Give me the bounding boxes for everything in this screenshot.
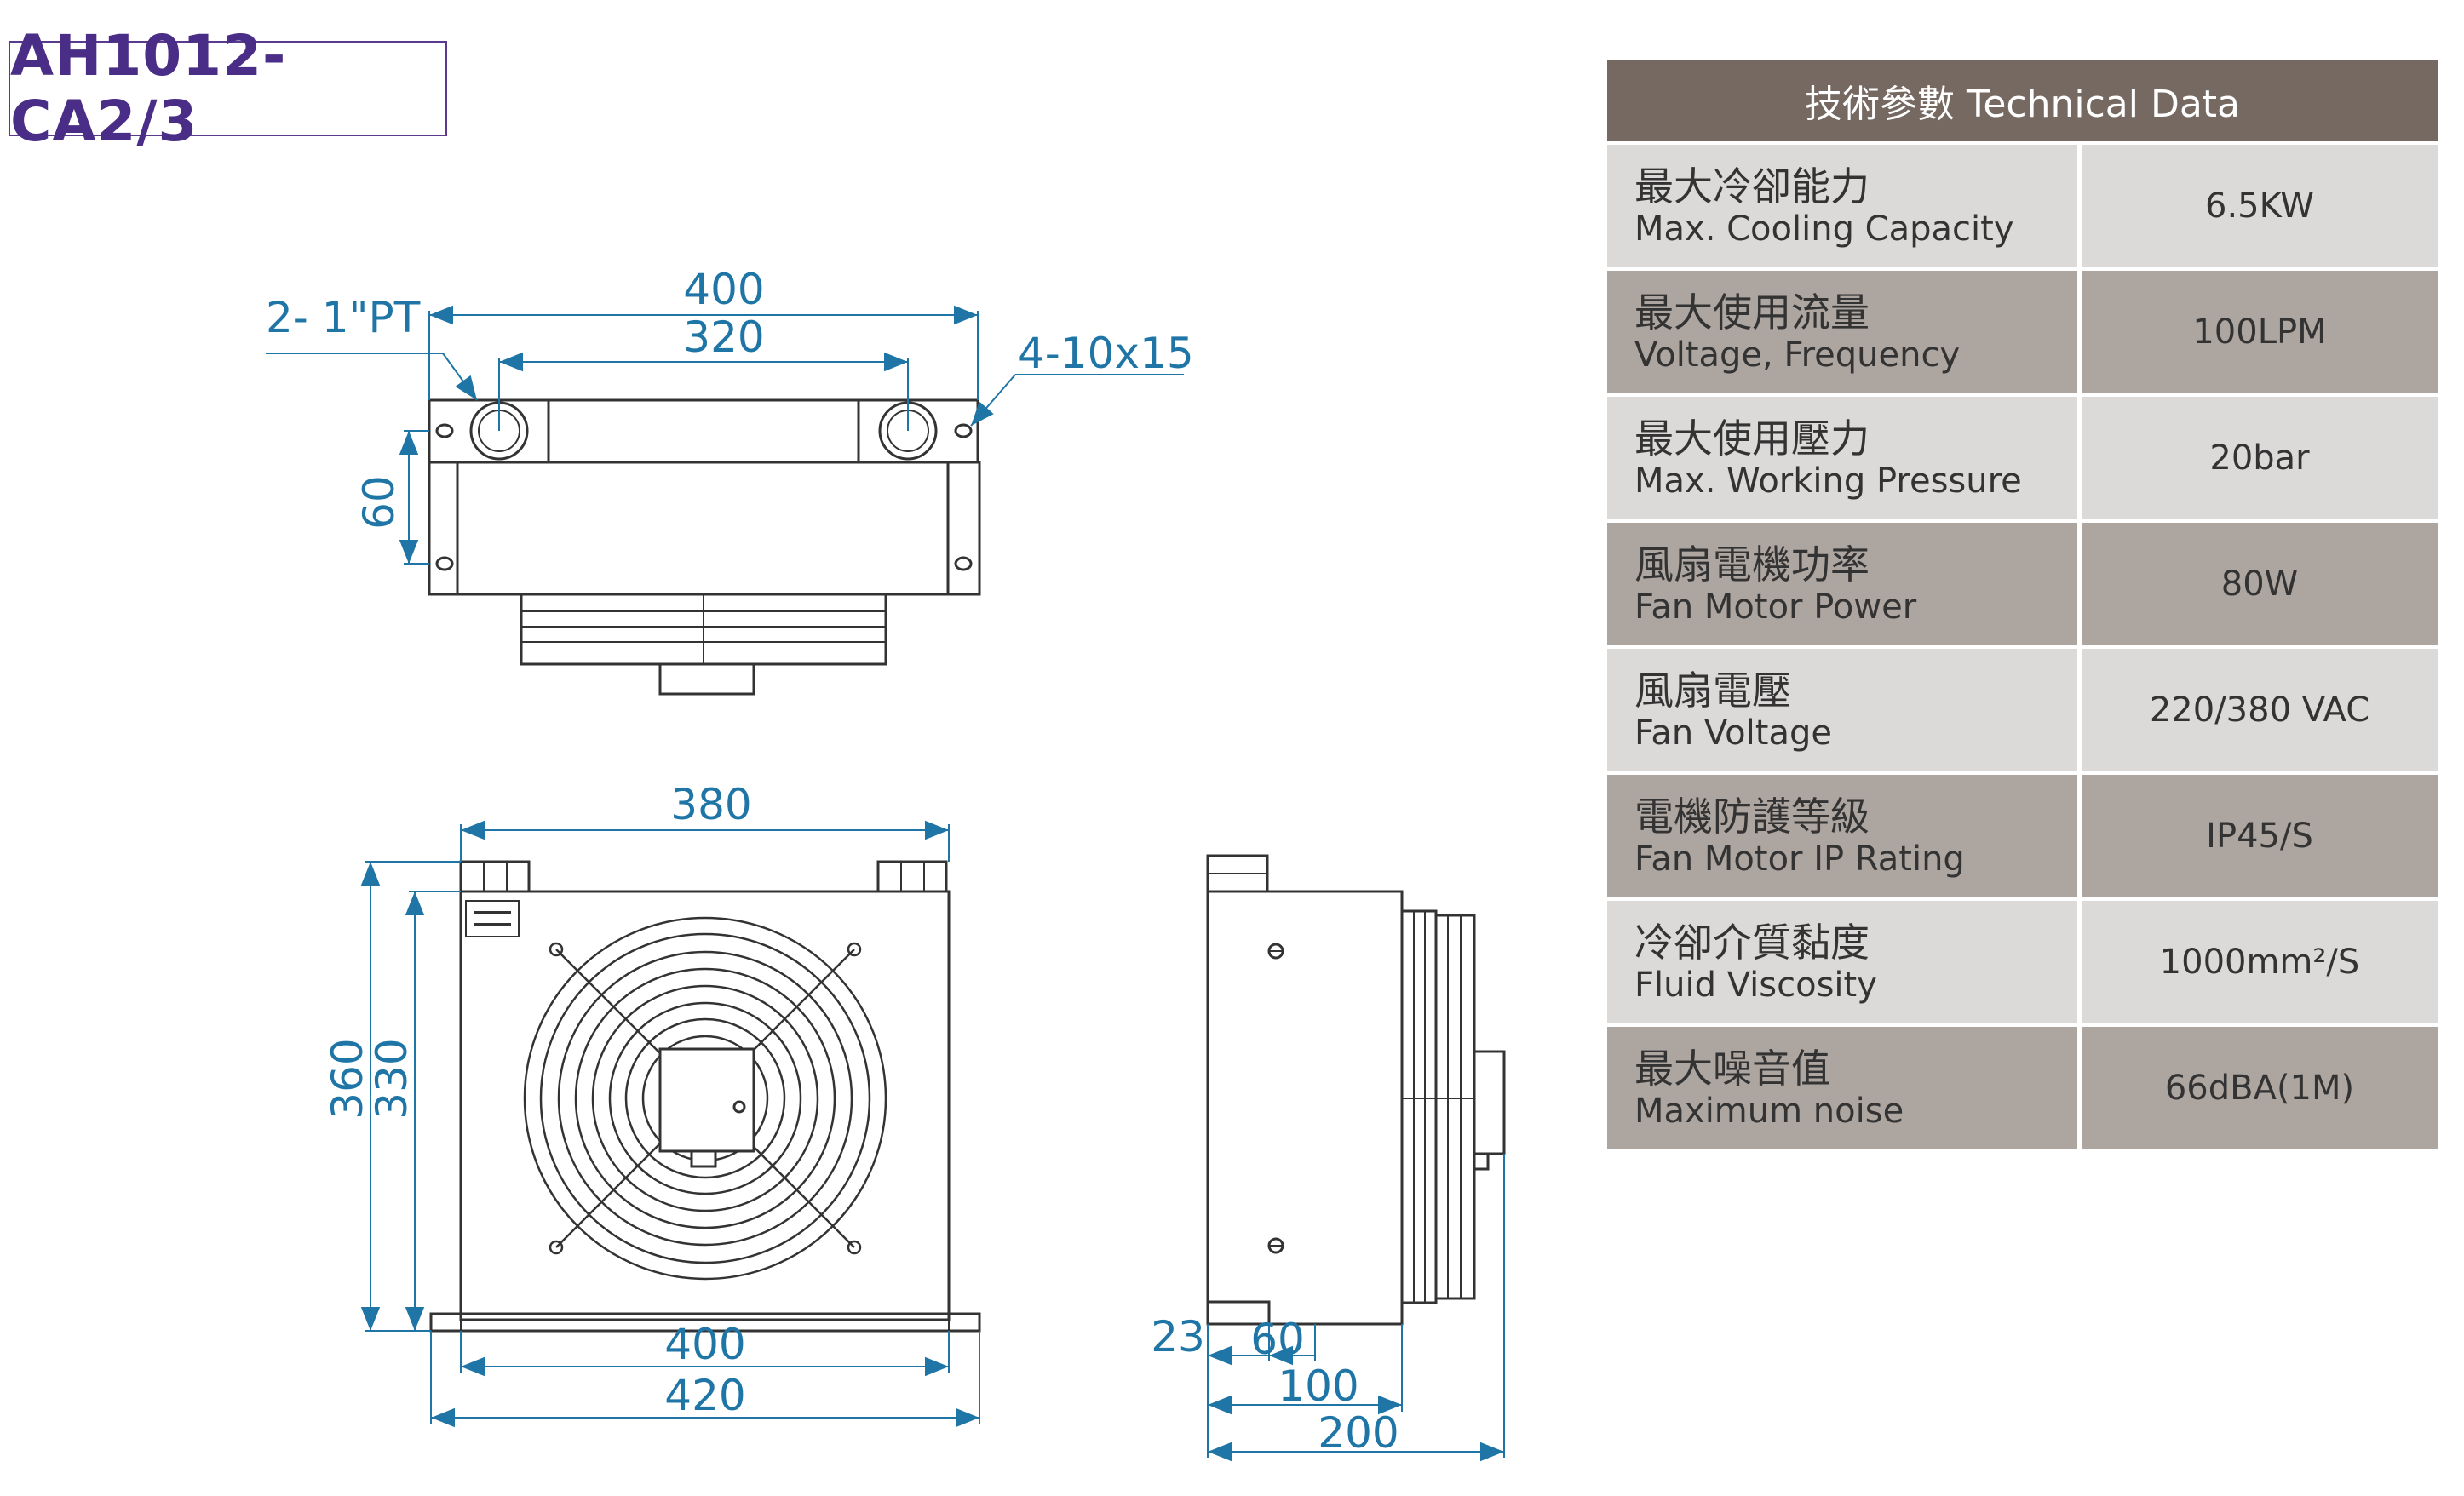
- label-chinese: 最大使用壓力: [1634, 415, 1870, 461]
- row-value: IP45/S: [2082, 775, 2438, 897]
- top-view: [428, 398, 981, 696]
- label-english: Fan Motor Power: [1634, 587, 1917, 627]
- dim-side-base-slot: 60: [1250, 1315, 1305, 1364]
- fan-guard-ring: [523, 916, 887, 1281]
- brand-plate: [465, 900, 520, 937]
- top-view-dimensions: [266, 305, 1184, 565]
- label-chinese: 最大噪音值: [1634, 1045, 1830, 1092]
- row-label: 電機防護等級 Fan Motor IP Rating: [1607, 775, 2077, 897]
- side-fan-guard: [1434, 914, 1476, 1300]
- label-chinese: 風扇電壓: [1634, 667, 1791, 714]
- label-english: Fluid Viscosity: [1634, 965, 1877, 1005]
- dim-mount-hole-callout: 4-10x15: [1018, 329, 1194, 378]
- dim-front-width-base: 400: [664, 1320, 745, 1369]
- row-label: 最大噪音值 Maximum noise: [1607, 1027, 2077, 1149]
- fan-guard-strut: [555, 1132, 672, 1248]
- fan-guard-strut: [738, 949, 855, 1065]
- table-row: 風扇電機功率 Fan Motor Power 80W: [1607, 523, 2438, 645]
- row-label: 最大冷卻能力 Max. Cooling Capacity: [1607, 145, 2077, 267]
- row-label: 最大使用流量 Voltage, Frequency: [1607, 271, 2077, 393]
- dim-front-height-outer: 360: [323, 1038, 372, 1119]
- front-view: [429, 860, 981, 1333]
- dim-front-width-top: 380: [670, 780, 751, 829]
- label-chinese: 最大冷卻能力: [1634, 163, 1870, 209]
- table-row: 最大使用壓力 Max. Working Pressure 20bar: [1607, 397, 2438, 519]
- label-english: Fan Motor IP Rating: [1634, 839, 1965, 879]
- dim-top-width-outer: 400: [683, 265, 764, 314]
- table-row: 冷卻介質黏度 Fluid Viscosity 1000mm²/S: [1607, 901, 2438, 1023]
- table-row: 最大冷卻能力 Max. Cooling Capacity 6.5KW: [1607, 145, 2438, 267]
- table-row: 最大使用流量 Voltage, Frequency 100LPM: [1607, 271, 2438, 393]
- label-chinese: 冷卻介質黏度: [1634, 919, 1870, 966]
- motor-hub-top: [658, 662, 755, 696]
- top-view-body: [456, 461, 981, 596]
- front-view-body: [459, 890, 951, 1321]
- row-value: 1000mm²/S: [2082, 901, 2438, 1023]
- dim-top-depth: 60: [354, 475, 404, 530]
- side-view: [1206, 854, 1506, 1326]
- table-row: 電機防護等級 Fan Motor IP Rating IP45/S: [1607, 775, 2438, 897]
- technical-data-table: 技術參數 Technical Data 最大冷卻能力 Max. Cooling …: [1607, 60, 2438, 1153]
- fan-hub: [658, 1047, 755, 1168]
- fan-guard-screw: [847, 942, 862, 957]
- mount-foot: [429, 1312, 981, 1333]
- label-chinese: 風扇電機功率: [1634, 541, 1870, 588]
- label-english: Maximum noise: [1634, 1091, 1904, 1131]
- top-view-flange: [428, 398, 979, 464]
- dim-top-width-inner: 320: [683, 312, 764, 362]
- row-label: 冷卻介質黏度 Fluid Viscosity: [1607, 901, 2077, 1023]
- table-header: 技術參數 Technical Data: [1607, 60, 2438, 141]
- table-row: 最大噪音值 Maximum noise 66dBA(1M): [1607, 1027, 2438, 1149]
- dim-side-base-height: 23: [1151, 1312, 1205, 1361]
- row-label: 風扇電機功率 Fan Motor Power: [1607, 523, 2077, 645]
- row-value: 220/380 VAC: [2082, 649, 2438, 771]
- label-english: Max. Working Pressure: [1634, 461, 2022, 501]
- row-value: 100LPM: [2082, 271, 2438, 393]
- dim-side-overall-depth: 200: [1318, 1408, 1399, 1458]
- fan-guard-ring: [557, 950, 853, 1247]
- side-fan-shroud: [1400, 909, 1438, 1304]
- dim-front-height-inner: 330: [367, 1038, 416, 1119]
- technical-drawing: 2- 1"PT 400 320 4-10x15 60: [266, 265, 1506, 1462]
- port-fitting-right: [876, 860, 948, 893]
- fan-guard-screw: [549, 1240, 564, 1255]
- row-label: 最大使用壓力 Max. Working Pressure: [1607, 397, 2077, 519]
- port-fitting-left: [459, 860, 531, 893]
- fan-guard-ring: [539, 932, 871, 1264]
- side-view-body: [1206, 890, 1404, 1326]
- dim-side-body-depth: 100: [1278, 1361, 1358, 1411]
- side-base-slot: [1206, 1300, 1271, 1326]
- row-label: 風扇電壓 Fan Voltage: [1607, 649, 2077, 771]
- motor-box: [658, 1047, 755, 1153]
- label-chinese: 電機防護等級: [1634, 793, 1870, 840]
- fan-guard-ring: [608, 1001, 802, 1195]
- dim-front-width-overall: 420: [664, 1371, 745, 1420]
- side-motor: [1473, 1050, 1506, 1155]
- row-value: 80W: [2082, 523, 2438, 645]
- label-english: Voltage, Frequency: [1634, 335, 1961, 375]
- label-english: Max. Cooling Capacity: [1634, 209, 2014, 249]
- fan-guard-strut: [738, 1132, 855, 1248]
- row-value: 6.5KW: [2082, 145, 2438, 267]
- fan-guard-ring: [624, 1017, 786, 1179]
- fan-guard-strut: [555, 949, 672, 1065]
- label-chinese: 最大使用流量: [1634, 289, 1870, 335]
- row-value: 66dBA(1M): [2082, 1027, 2438, 1149]
- mount-hole: [435, 423, 454, 438]
- label-english: Fan Voltage: [1634, 713, 1832, 753]
- table-row: 風扇電壓 Fan Voltage 220/380 VAC: [1607, 649, 2438, 771]
- row-value: 20bar: [2082, 397, 2438, 519]
- front-view-dimensions: [360, 820, 980, 1428]
- fan-guard-ring: [591, 984, 819, 1212]
- dim-port-callout: 2- 1"PT: [266, 293, 421, 342]
- fan-guard-screw: [549, 942, 564, 957]
- side-view-dimensions: [1207, 1154, 1505, 1462]
- fan-guard-ring: [574, 967, 836, 1229]
- fan-guard-screw: [847, 1240, 862, 1255]
